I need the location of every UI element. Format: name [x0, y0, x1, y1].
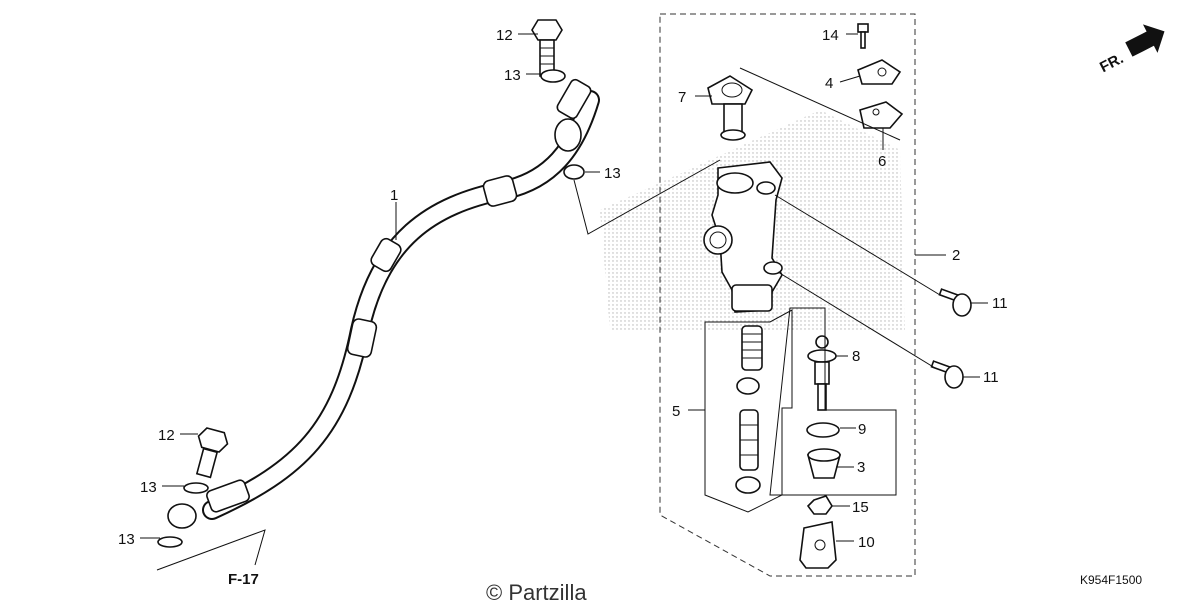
callout-9: 9	[858, 421, 866, 438]
callout-14: 14	[822, 27, 839, 44]
callout-11-lower: 11	[983, 369, 999, 386]
joint-pipe	[707, 75, 754, 141]
diaphragm-plate	[859, 101, 904, 129]
watermark: © Partzilla	[486, 580, 587, 600]
washer-upper-2	[563, 164, 585, 180]
callout-13-upper-2: 13	[604, 165, 621, 182]
mounting-screw-lower	[930, 360, 964, 389]
mounting-screw-upper	[938, 288, 972, 317]
callout-15: 15	[852, 499, 869, 516]
callout-5: 5	[672, 403, 680, 420]
subassembly-8-outline	[769, 307, 897, 496]
callout-11-upper: 11	[992, 295, 1008, 312]
callout-12-upper: 12	[496, 27, 513, 44]
washer-lower-2	[157, 536, 183, 548]
callout-3: 3	[857, 459, 865, 476]
lower-banjo-bolt	[195, 427, 229, 479]
washer-upper-1	[540, 69, 566, 83]
reservoir-cap	[857, 59, 902, 85]
cap-screw	[857, 23, 869, 49]
assembly-2-outline	[659, 13, 916, 577]
push-rod-joint	[799, 521, 837, 569]
piston-set	[735, 325, 763, 494]
callout-12-lower: 12	[158, 427, 175, 444]
callout-1: 1	[390, 187, 398, 204]
callout-10: 10	[858, 534, 875, 551]
callout-13-upper-1: 13	[504, 67, 521, 84]
callout-2: 2	[952, 247, 960, 264]
callout-13-lower-2: 13	[118, 531, 135, 548]
snap-ring	[806, 422, 840, 438]
front-direction-arrow	[1125, 24, 1165, 57]
leader-lines	[140, 33, 988, 542]
upper-banjo-bolt	[531, 19, 563, 77]
washer-lower-1	[183, 482, 209, 494]
callout-13-lower-1: 13	[140, 479, 157, 496]
callout-6: 6	[878, 153, 886, 170]
diagram-code: K954F1500	[1080, 573, 1142, 587]
subassembly-5-outline	[704, 309, 793, 513]
boot	[806, 448, 842, 479]
brake-hose	[167, 78, 600, 529]
front-indicator-label: FR.	[1097, 50, 1126, 76]
master-cylinder-body	[703, 161, 783, 313]
callout-7: 7	[678, 89, 686, 106]
reference-bracket	[156, 529, 266, 571]
callout-4: 4	[825, 75, 833, 92]
push-rod	[807, 335, 837, 411]
callout-8: 8	[852, 348, 860, 365]
reference-label: F-17	[228, 571, 259, 588]
lock-nut	[806, 495, 833, 515]
